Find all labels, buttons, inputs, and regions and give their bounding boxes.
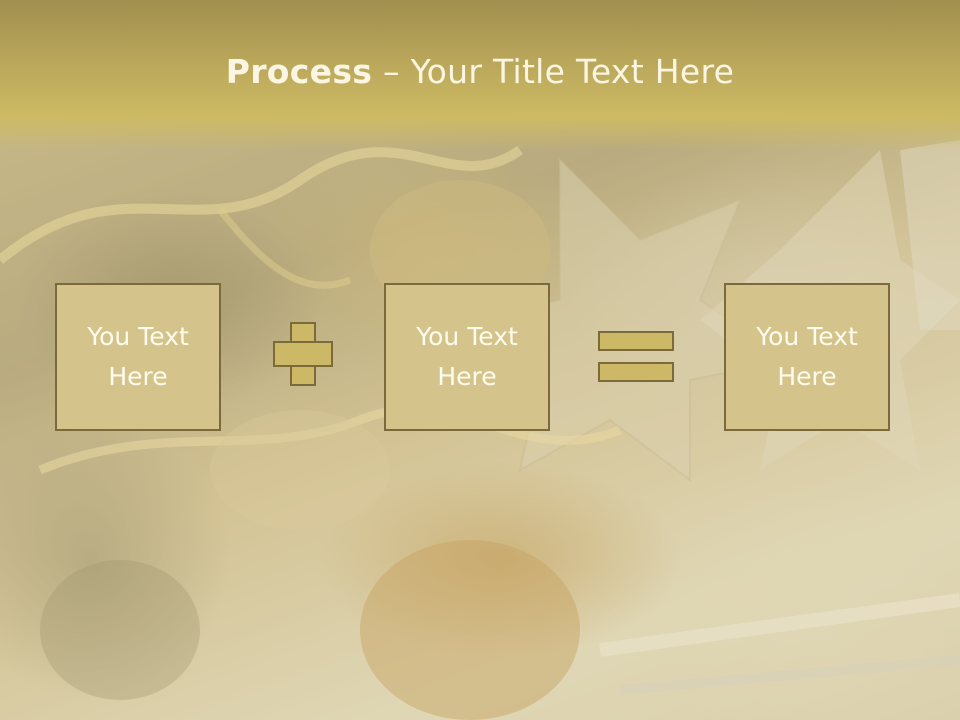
title-rest: – Your Title Text Here — [372, 52, 735, 91]
process-box-1-label: You Text Here — [87, 322, 189, 391]
slide-title: Process – Your Title Text Here — [0, 52, 960, 91]
title-bold: Process — [225, 52, 373, 91]
process-box-2-label: You Text Here — [416, 322, 518, 391]
process-box-1[interactable]: You Text Here — [55, 283, 221, 431]
title-band — [0, 0, 960, 150]
process-box-3[interactable]: You Text Here — [724, 283, 890, 431]
process-box-2[interactable]: You Text Here — [384, 283, 550, 431]
process-box-3-label: You Text Here — [756, 322, 858, 391]
